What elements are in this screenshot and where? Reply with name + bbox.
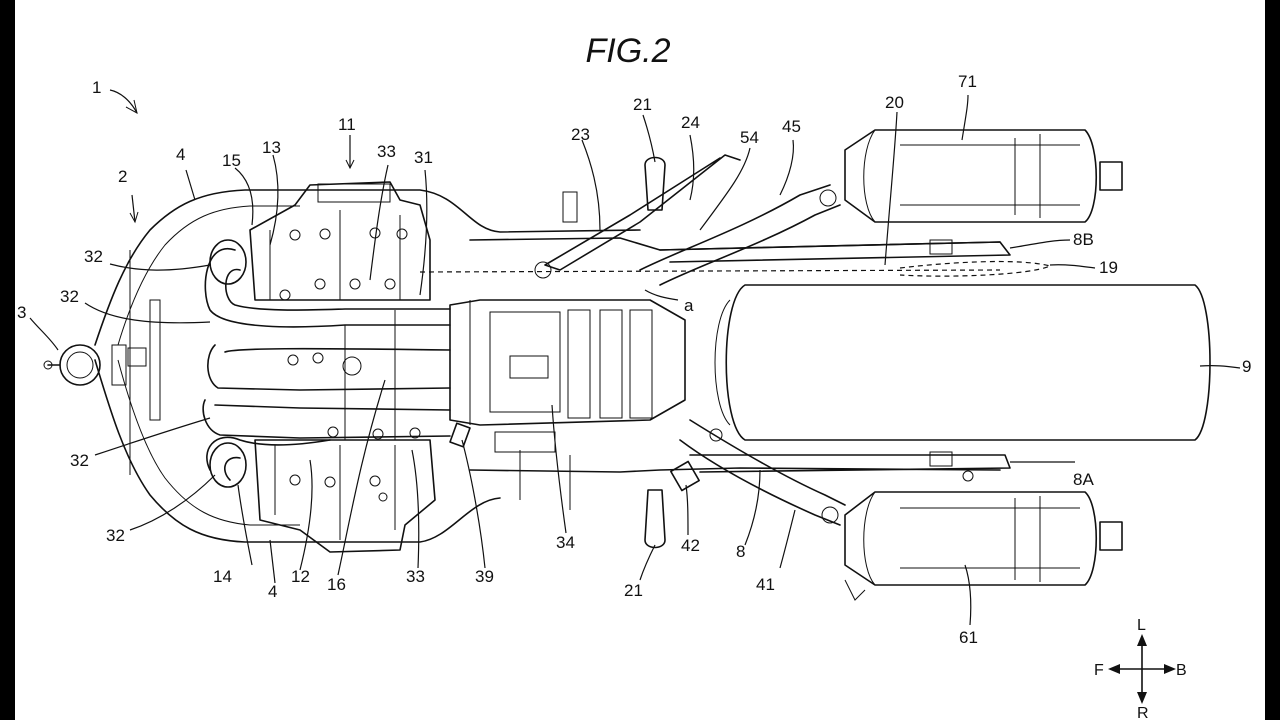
ref-54: 54 <box>740 128 759 147</box>
ref-11: 11 <box>338 115 356 134</box>
exhaust-headers <box>202 239 451 488</box>
ref-21-top: 21 <box>633 95 652 114</box>
ref-33-top: 33 <box>377 142 396 161</box>
ref-2: 2 <box>118 167 127 186</box>
ref-15: 15 <box>222 151 241 170</box>
figure-title: FIG.2 <box>585 32 670 70</box>
body-frame <box>94 189 641 543</box>
ref-4-bottom: 4 <box>268 582 277 601</box>
ref-23: 23 <box>571 125 590 144</box>
ref-16: 16 <box>327 575 346 594</box>
ref-3: 3 <box>17 303 26 322</box>
ref-33-bottom: 33 <box>406 567 425 586</box>
ref-32-b: 32 <box>60 287 79 306</box>
ref-24: 24 <box>681 113 700 132</box>
ref-1: 1 <box>92 78 101 97</box>
dir-back: B <box>1176 662 1187 679</box>
ref-9: 9 <box>1242 357 1251 376</box>
exhaust-pipe-lower <box>679 419 846 526</box>
ref-a: a <box>684 296 694 315</box>
exhaust-pipe-upper <box>639 184 841 286</box>
ref-34: 34 <box>556 533 575 552</box>
ref-4-top: 4 <box>176 145 185 164</box>
dir-front: F <box>1094 662 1104 679</box>
ref-12: 12 <box>291 567 310 586</box>
swing-arm-lower <box>689 451 1011 482</box>
footrest-left <box>644 156 666 211</box>
ref-61: 61 <box>959 628 978 647</box>
ref-32-a: 32 <box>84 247 103 266</box>
ref-42: 42 <box>681 536 700 555</box>
exhaust-collector <box>449 299 686 426</box>
footrest-right <box>644 489 666 549</box>
ref-19: 19 <box>1099 258 1118 277</box>
dir-left: L <box>1137 617 1146 634</box>
sensors <box>449 422 700 492</box>
muffler-upper <box>844 129 1123 223</box>
ref-14: 14 <box>213 567 232 586</box>
gear-pedal <box>534 154 741 279</box>
ref-32-d: 32 <box>106 526 125 545</box>
rear-wheel <box>714 284 1211 441</box>
drawing-sheet <box>15 0 1265 720</box>
engine <box>249 181 436 553</box>
ref-71: 71 <box>958 72 977 91</box>
reference-numerals: 1 2 3 4 15 13 11 33 31 32 32 32 32 14 4 … <box>17 72 1251 647</box>
muffler-lower <box>844 491 1123 601</box>
swing-arm-upper <box>659 239 1011 263</box>
ref-8A: 8A <box>1073 470 1094 489</box>
dir-right: R <box>1137 705 1149 720</box>
head-pipe <box>43 344 147 386</box>
ref-20: 20 <box>885 93 904 112</box>
ref-32-c: 32 <box>70 451 89 470</box>
ref-31: 31 <box>414 148 433 167</box>
ref-39: 39 <box>475 567 494 586</box>
leader-lines <box>29 89 1241 626</box>
ref-21-bottom: 21 <box>624 581 643 600</box>
ref-45: 45 <box>782 117 801 136</box>
ref-8B: 8B <box>1073 230 1094 249</box>
ref-8: 8 <box>736 542 745 561</box>
ref-41: 41 <box>756 575 775 594</box>
ref-13: 13 <box>262 138 281 157</box>
direction-indicator: L R F B <box>1094 617 1187 720</box>
